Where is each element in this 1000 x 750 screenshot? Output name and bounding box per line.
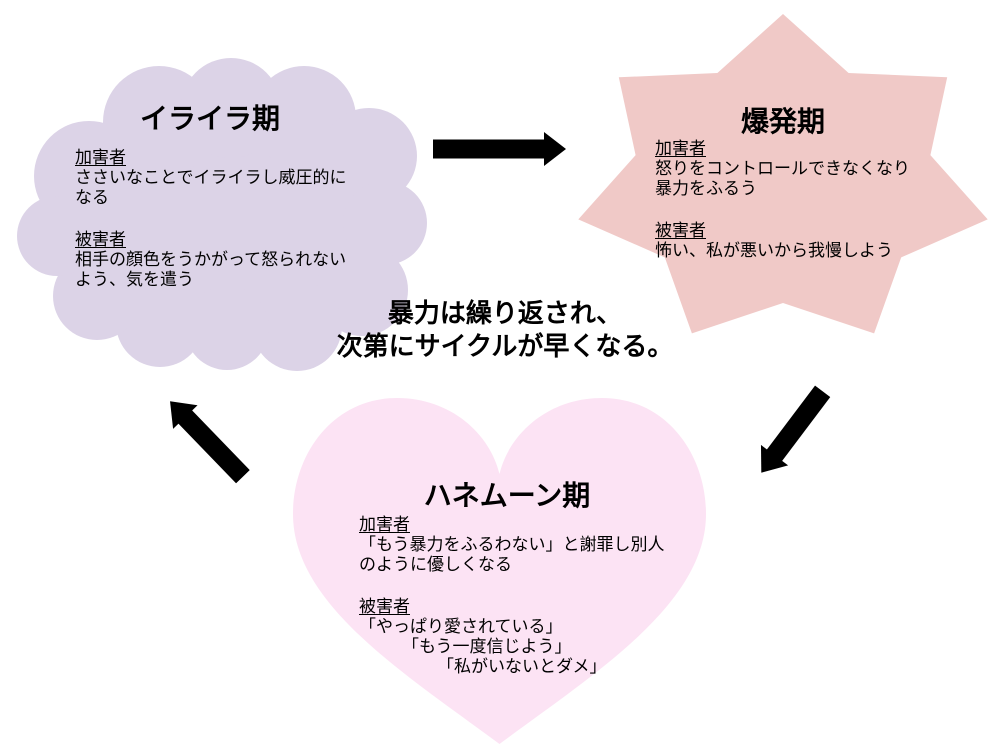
role-label: 被害者 (359, 597, 410, 616)
abuser-section: 加害者 怒りをコントロールできなくなり 暴力をふるう (648, 139, 918, 199)
role-label: 加害者 (655, 139, 706, 158)
victim-section: 被害者 怖い、私が悪いから我慢しよう (648, 221, 918, 261)
body-line: 怒りをコントロールできなくなり (655, 159, 910, 178)
body-line: のように優しくなる (359, 555, 512, 574)
body-line: ささいなことでイライラし威圧的に (75, 168, 347, 187)
star-shape (578, 14, 988, 334)
abuser-section: 加害者 ささいなことでイライラし威圧的に なる (60, 148, 360, 208)
center-note-line: 次第にサイクルが早くなる。 (336, 331, 674, 361)
victim-section: 被害者 「やっぱり愛されている」 「もう一度信じよう」 「私がいないとダメ」 (352, 597, 662, 677)
body-line: 怖い、私が悪いから我慢しよう (655, 241, 893, 260)
quote-line: 「やっぱり愛されている」 (359, 617, 563, 636)
body-line: 暴力をふるう (655, 179, 757, 198)
arrow-honeymoon-to-irritation (170, 401, 250, 484)
heart-shape (293, 398, 706, 744)
center-note-line: 暴力は繰り返され、 (387, 298, 623, 328)
phase-title-irritation: イライラ期 (139, 103, 280, 134)
role-label: 加害者 (75, 148, 126, 167)
quote-line: 「私がいないとダメ」 (437, 657, 607, 676)
phase-title-explosion: 爆発期 (740, 106, 825, 137)
arrow-explosion-to-honeymoon (760, 385, 831, 473)
victim-section: 被害者 相手の顔色をうかがって怒られない よう、気を遣う (60, 230, 360, 290)
body-line: なる (75, 188, 109, 207)
body-line: 相手の顔色をうかがって怒られない (75, 250, 347, 269)
body-line: よう、気を遣う (75, 270, 194, 289)
phase-title-honeymoon: ハネムーン期 (423, 480, 591, 511)
cloud-shape (17, 58, 427, 371)
role-label: 加害者 (359, 515, 410, 534)
role-label: 被害者 (75, 230, 126, 249)
body-line: 「もう暴力をふるわない」と謝罪し別人 (359, 535, 665, 554)
abuser-section: 加害者 「もう暴力をふるわない」と謝罪し別人 のように優しくなる (352, 515, 665, 575)
role-label: 被害者 (655, 221, 706, 240)
quote-line: 「もう一度信じよう」 (402, 637, 572, 656)
arrow-irritation-to-explosion (433, 132, 566, 166)
center-note: 暴力は繰り返され、 次第にサイクルが早くなる。 (320, 297, 690, 363)
